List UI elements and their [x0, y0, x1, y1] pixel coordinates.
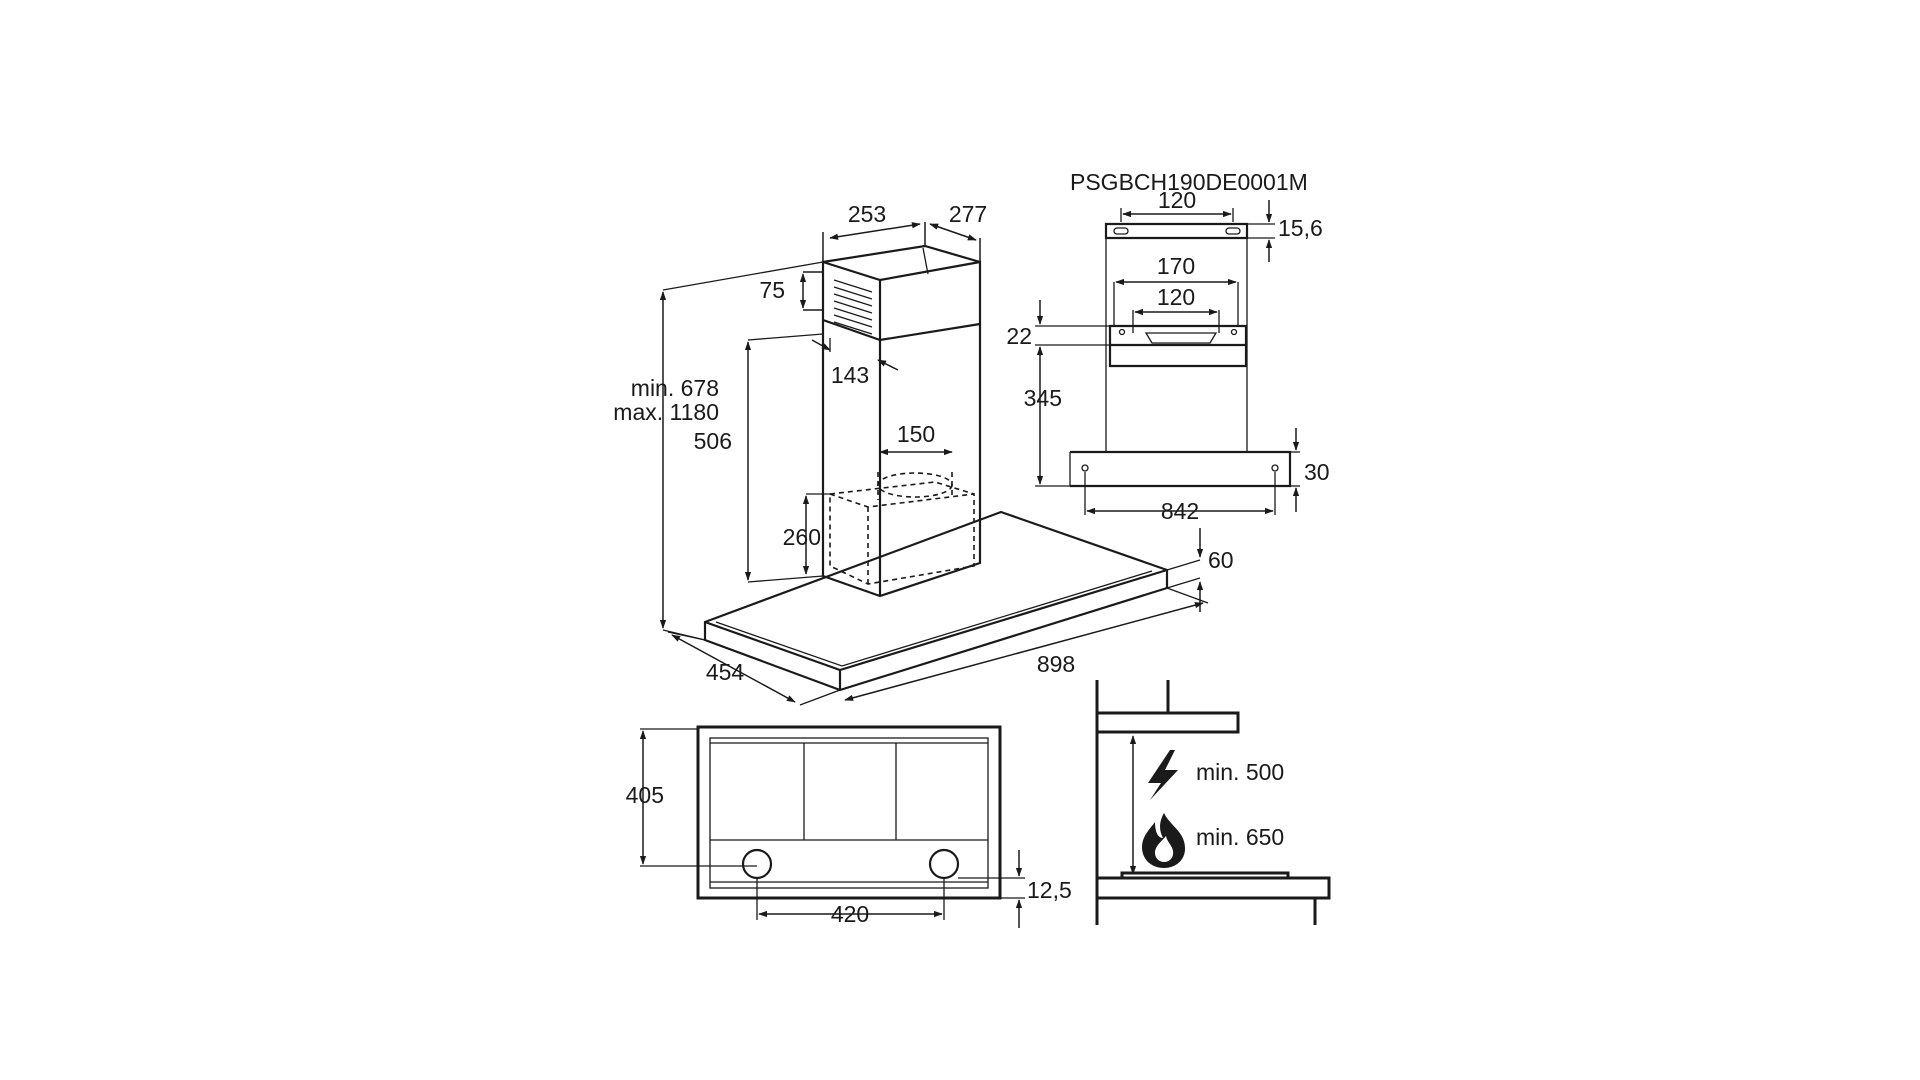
label-lamp-offset: 12,5: [1027, 877, 1072, 903]
label-outer-width: 170: [1157, 253, 1195, 279]
label-chimney-width: 253: [848, 201, 886, 227]
hood-clearance-view: min. 500 min. 650: [1095, 680, 1331, 925]
label-canopy-thickness: 60: [1208, 547, 1234, 573]
label-height-min: min. 678: [631, 375, 719, 401]
label-bottom-depth: 405: [626, 782, 664, 808]
model-code: PSGBCH190DE0001M: [1070, 169, 1308, 195]
bracket-detail-view: PSGBCH190DE0001M 120 15,6: [1006, 169, 1329, 524]
label-lamp-spacing: 420: [831, 901, 869, 927]
dim-total-height: [659, 261, 824, 641]
label-duct-diameter: 150: [897, 421, 935, 447]
label-vertical-distance: 345: [1024, 385, 1062, 411]
label-bottom-hole-spacing: 842: [1161, 498, 1199, 524]
label-top-offset: 15,6: [1278, 215, 1323, 241]
dim-chimney-lower: [744, 333, 824, 583]
label-bottom-offset: 30: [1304, 459, 1330, 485]
label-motor-height: 260: [783, 524, 821, 550]
label-top-hole-spacing: 120: [1158, 187, 1196, 213]
label-inner-spacing: 120: [1157, 284, 1195, 310]
label-chimney-depth: 277: [949, 201, 987, 227]
hood-bottom-view: 405 420 12,5: [626, 725, 1072, 928]
dim-chimney-top: [822, 222, 981, 262]
hood-canopy: [703, 510, 1169, 692]
dim-vent-offset: [811, 338, 899, 371]
label-vent-height: 75: [759, 277, 785, 303]
label-bracket-height: 22: [1006, 323, 1032, 349]
motor-box-hidden: [829, 472, 975, 585]
lamp-right: [928, 848, 960, 880]
chimney-vent-grille: [833, 279, 873, 335]
dim-motor-height: [802, 493, 830, 575]
label-canopy-width: 898: [1037, 651, 1075, 677]
lightning-icon: [1148, 750, 1178, 800]
dim-canopy-width: [844, 587, 1209, 701]
label-gas-clearance: min. 650: [1196, 824, 1284, 850]
lamp-left: [741, 848, 773, 880]
dim-canopy-thickness: [1166, 528, 1204, 612]
flame-icon: [1142, 813, 1186, 868]
hood-chimney: [821, 244, 982, 598]
hood-isometric-view: 253 277 75 143 min. 678 max. 1180: [613, 201, 1234, 706]
label-chimney-lower: 506: [694, 428, 732, 454]
label-vent-offset: 143: [831, 362, 869, 388]
label-canopy-depth: 454: [706, 659, 745, 685]
label-height-max: max. 1180: [613, 399, 719, 425]
dim-vent-height: [799, 271, 823, 311]
label-electric-clearance: min. 500: [1196, 759, 1284, 785]
dim-canopy-depth: [667, 631, 841, 706]
